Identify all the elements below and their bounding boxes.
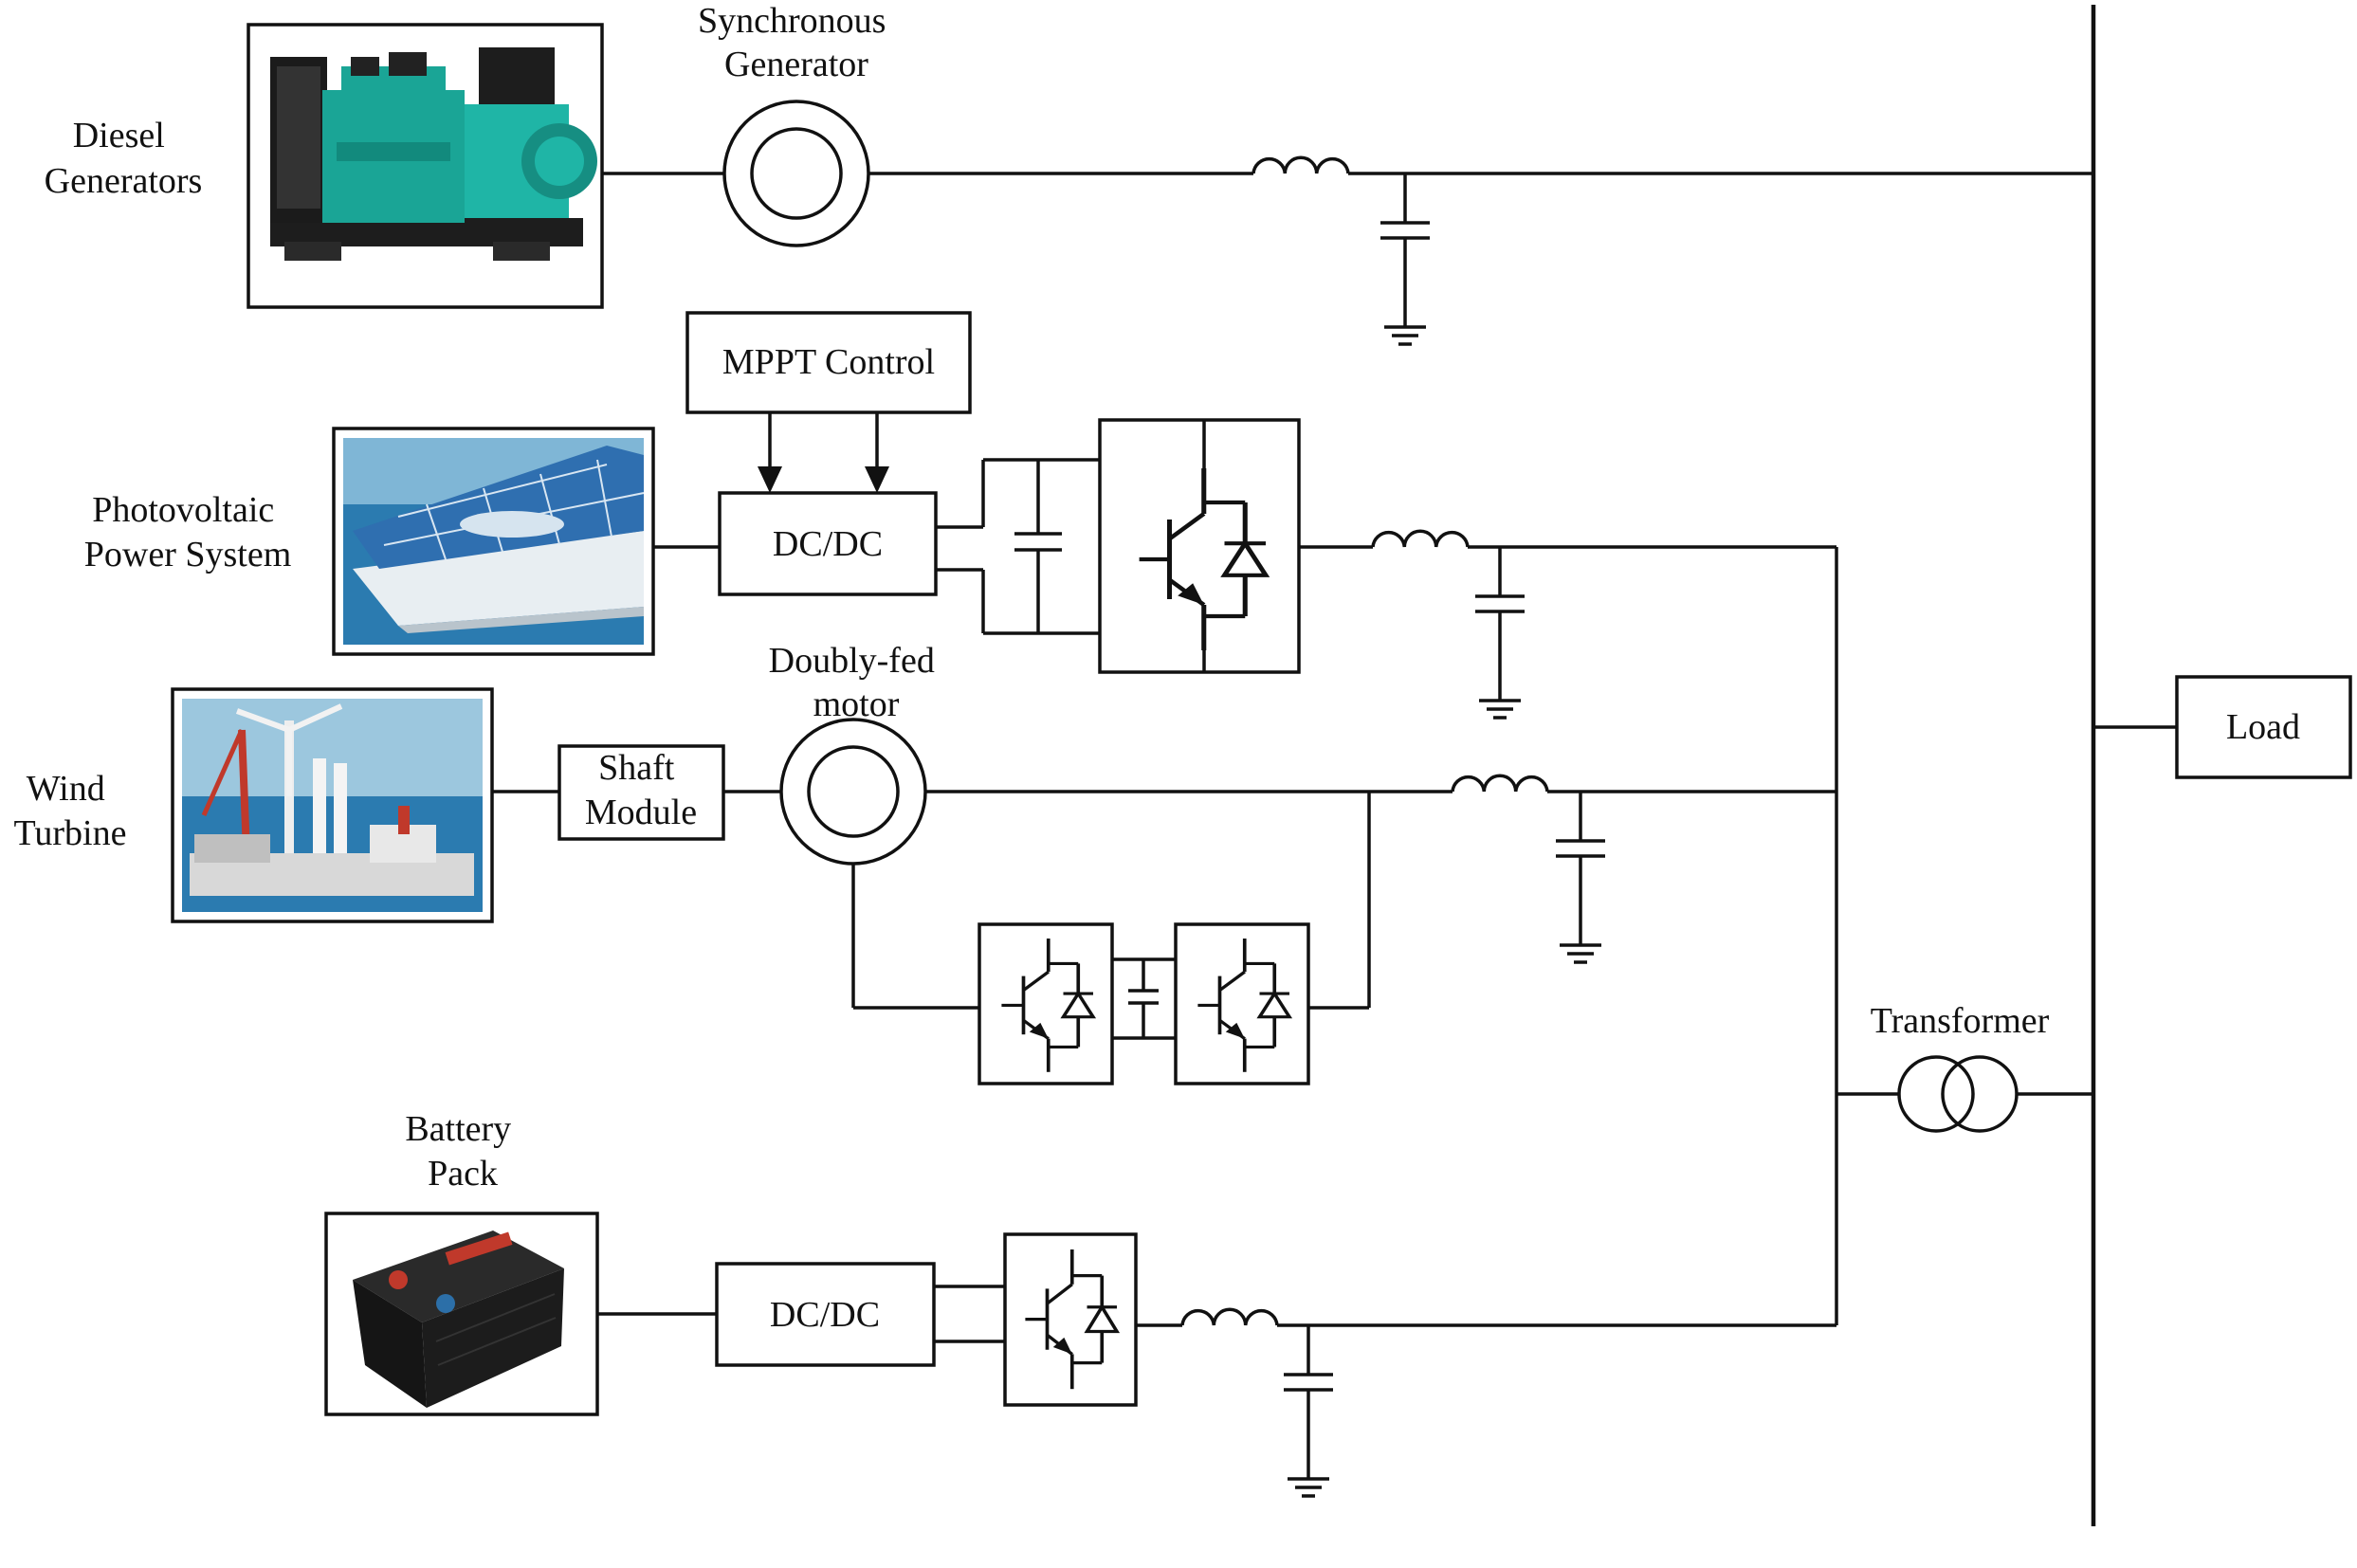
battery-inverter-box — [1003, 1232, 1138, 1407]
car-battery-photo — [324, 1212, 599, 1416]
mppt-control-label: MPPT Control — [722, 342, 935, 382]
synchronous-generator-symbol — [722, 100, 870, 247]
battery-dcdc-label: DC/DC — [770, 1295, 880, 1335]
doubly-fed-motor-label-line1: Doubly-fed — [769, 641, 935, 681]
shaft-module-label: Shaft Module — [585, 748, 697, 832]
shaft-module-label-line2: Module — [585, 793, 697, 832]
synchronous-generator-label-line1: Synchronous — [698, 1, 886, 41]
synchronous-generator-label: Synchronous Generator — [698, 1, 895, 84]
battery-dcdc-box — [715, 1262, 936, 1367]
grid-side-converter-switch — [1196, 937, 1291, 1074]
grid-side-converter-box — [1174, 922, 1310, 1085]
synchronous-generator-label-line2: Generator — [724, 45, 868, 84]
load-label: Load — [2226, 707, 2300, 747]
battery-inductor — [1180, 1307, 1279, 1327]
battery-inverter-switch — [1023, 1248, 1119, 1392]
rotor-side-converter-switch — [999, 937, 1095, 1074]
wind-turbine-label-line1: Wind — [27, 769, 105, 809]
battery-pack-label-line2: Pack — [428, 1154, 498, 1194]
battery-pack-label: Battery Pack — [405, 1109, 520, 1194]
mppt-arrow-right — [865, 466, 889, 493]
diesel-shunt-capacitor — [1379, 172, 1432, 346]
diesel-generators-label-line1: Diesel — [73, 116, 165, 155]
pv-inverter-box — [1098, 418, 1301, 674]
mppt-arrow-left — [758, 466, 782, 493]
battery-shunt-capacitor — [1282, 1323, 1335, 1498]
diesel-inductor — [1252, 155, 1350, 175]
shaft-module-label-line1: Shaft — [598, 748, 675, 788]
solar-boat-photo — [332, 427, 655, 656]
doubly-fed-motor-symbol — [779, 718, 927, 866]
battery-pack-label-line1: Battery — [405, 1109, 511, 1149]
transformer-label: Transformer — [1871, 1001, 2050, 1041]
diesel-generators-label: Diesel Generators — [45, 116, 203, 201]
wind-turbine-label: Wind Turbine — [14, 769, 127, 853]
photovoltaic-label-line1: Photovoltaic — [92, 490, 274, 530]
photovoltaic-label-line2: Power System — [84, 535, 292, 574]
wind-turbine-label-line2: Turbine — [14, 813, 127, 853]
rotor-side-converter-box — [978, 922, 1114, 1085]
wind-inductor — [1451, 774, 1549, 793]
transformer-symbol — [1897, 1055, 2019, 1133]
pv-dc-link-capacitor — [1014, 460, 1062, 633]
pv-dcdc-label: DC/DC — [773, 524, 883, 564]
pv-shunt-capacitor — [1473, 545, 1526, 720]
wind-dc-link-capacitor — [1128, 959, 1159, 1038]
diesel-generator-photo — [247, 23, 604, 309]
photovoltaic-power-system-label: Photovoltaic Power System — [84, 490, 292, 574]
doubly-fed-motor-label-line2: motor — [813, 684, 900, 724]
offshore-wind-turbine-photo — [171, 687, 494, 923]
pv-inverter-switch — [1140, 468, 1266, 650]
pv-inductor — [1371, 529, 1470, 549]
mppt-control-box — [685, 311, 972, 414]
doubly-fed-motor-label: Doubly-fed motor — [769, 641, 944, 724]
load-box — [2175, 675, 2352, 779]
wind-shunt-capacitor — [1554, 790, 1607, 964]
pv-dcdc-box — [718, 491, 938, 596]
diesel-generators-label-line2: Generators — [45, 161, 203, 201]
